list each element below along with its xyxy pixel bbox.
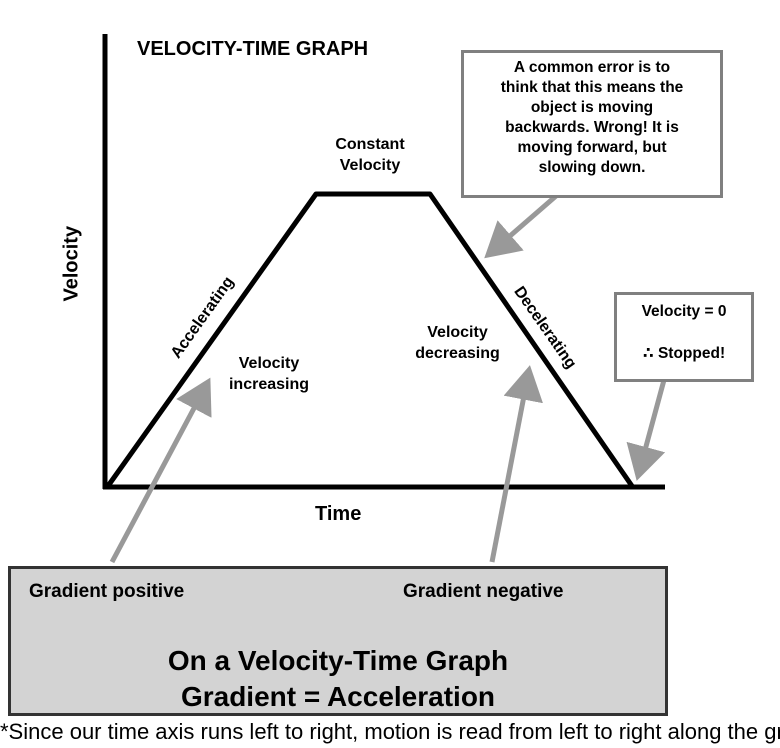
summary-box: Gradient positive Gradient negative On a… bbox=[8, 566, 668, 716]
gradient-negative-label: Gradient negative bbox=[403, 581, 564, 602]
y-axis-label: Velocity bbox=[60, 225, 83, 302]
gradient-positive-label: Gradient positive bbox=[29, 581, 185, 602]
label-velocity-decreasing: Velocity decreasing bbox=[415, 324, 500, 362]
velocity-trace bbox=[105, 191, 635, 488]
arrow-common-error bbox=[484, 194, 558, 259]
x-axis-label: Time bbox=[315, 503, 362, 525]
summary-line-2: Gradient = Acceleration bbox=[180, 681, 496, 712]
arrow-gradient-negative bbox=[489, 365, 543, 563]
footer-note: *Since our time axis runs left to right,… bbox=[0, 719, 780, 744]
callout-stopped: Velocity = 0 ∴ Stopped! bbox=[614, 292, 754, 382]
label-velocity-increasing: Velocity increasing bbox=[228, 355, 310, 393]
callout-common-error: A common error is to think that this mea… bbox=[461, 50, 723, 198]
summary-line-1: On a Velocity-Time Graph bbox=[167, 645, 509, 676]
arrow-stopped bbox=[626, 379, 667, 481]
arrow-gradient-positive bbox=[109, 377, 212, 564]
label-constant-velocity: Constant Velocity bbox=[335, 136, 405, 174]
graph-title: VELOCITY-TIME GRAPH bbox=[137, 38, 369, 60]
